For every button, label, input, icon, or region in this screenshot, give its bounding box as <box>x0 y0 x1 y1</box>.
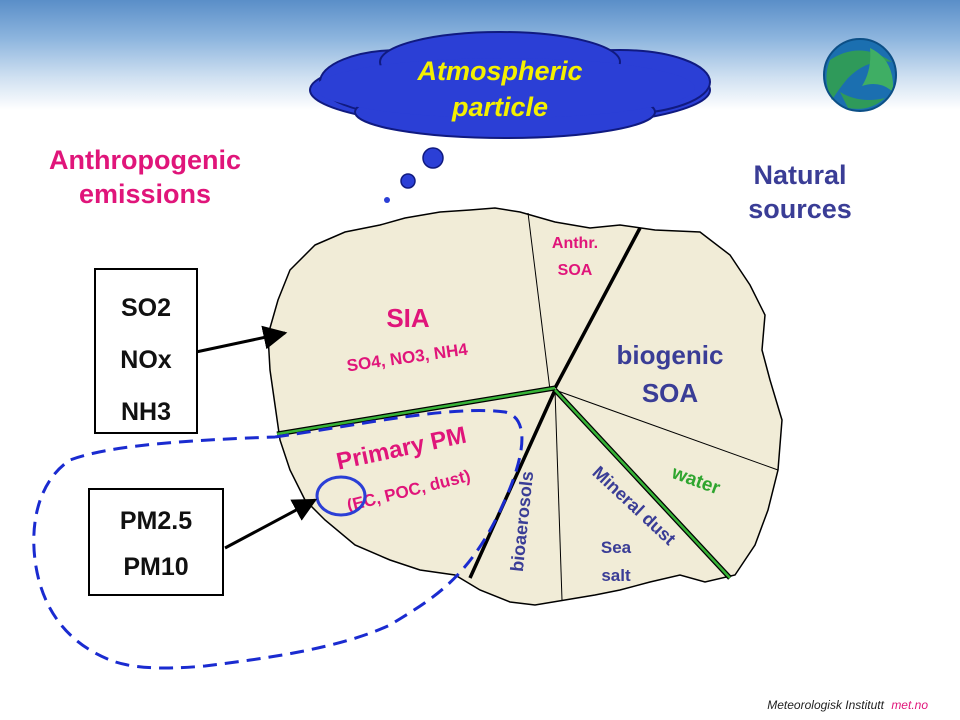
label-anthr: Anthr. <box>552 235 598 252</box>
pm-10: PM10 <box>123 553 189 581</box>
met-no-logo <box>823 38 897 112</box>
label-biogenic: biogenic <box>617 340 724 370</box>
natural-heading-line1: Natural <box>753 160 847 190</box>
label-salt: salt <box>601 566 631 585</box>
ec-highlight-ring <box>315 475 367 517</box>
arrow-pm-to-primary <box>224 498 318 550</box>
divider-anthr-sia <box>527 212 551 391</box>
dashed-pm-loop <box>32 409 524 670</box>
footer-site: met.no <box>891 698 928 712</box>
natural-heading-line2: sources <box>748 194 852 224</box>
label-anthr-soa: SOA <box>558 262 593 279</box>
arrow-gases-to-sia <box>195 325 288 354</box>
anthropogenic-heading-line2: emissions <box>78 179 212 209</box>
divider-sia-primary <box>276 386 556 436</box>
divider-soa-water <box>554 389 779 471</box>
label-biogenic-soa: SOA <box>642 378 699 408</box>
divider-anthropogenic-natural-upper <box>553 227 642 389</box>
particle-shape <box>267 207 783 606</box>
gas-so2: SO2 <box>120 294 172 322</box>
divider-bioaerosols-seasalt <box>554 389 563 601</box>
label-sea: Sea <box>601 538 632 557</box>
gas-nox: NOx <box>120 346 172 374</box>
footer: Meteorologisk Institutt met.no <box>767 698 928 712</box>
thought-bubble-small <box>384 197 390 203</box>
divider-water <box>554 389 731 579</box>
footer-institute: Meteorologisk Institutt <box>767 698 884 712</box>
anthropogenic-heading-line1: Anthropogenic <box>49 145 241 175</box>
pm-2-5: PM2.5 <box>119 507 193 535</box>
label-sia: SIA <box>386 303 430 333</box>
thought-bubble-medium <box>400 173 416 189</box>
thought-bubble-large <box>422 147 444 169</box>
pm-emissions-box: PM2.5 PM10 <box>88 488 224 596</box>
cloud-title-line2: particle <box>451 92 548 122</box>
gas-nh3: NH3 <box>120 398 171 426</box>
thought-cloud: Atmospheric particle <box>309 31 711 203</box>
natural-heading: Natural sources <box>720 158 880 226</box>
cloud-title-line1: Atmospheric <box>416 56 582 86</box>
gas-emissions-box: SO2 NOx NH3 <box>94 268 198 434</box>
anthropogenic-heading: Anthropogenic emissions <box>20 143 270 211</box>
